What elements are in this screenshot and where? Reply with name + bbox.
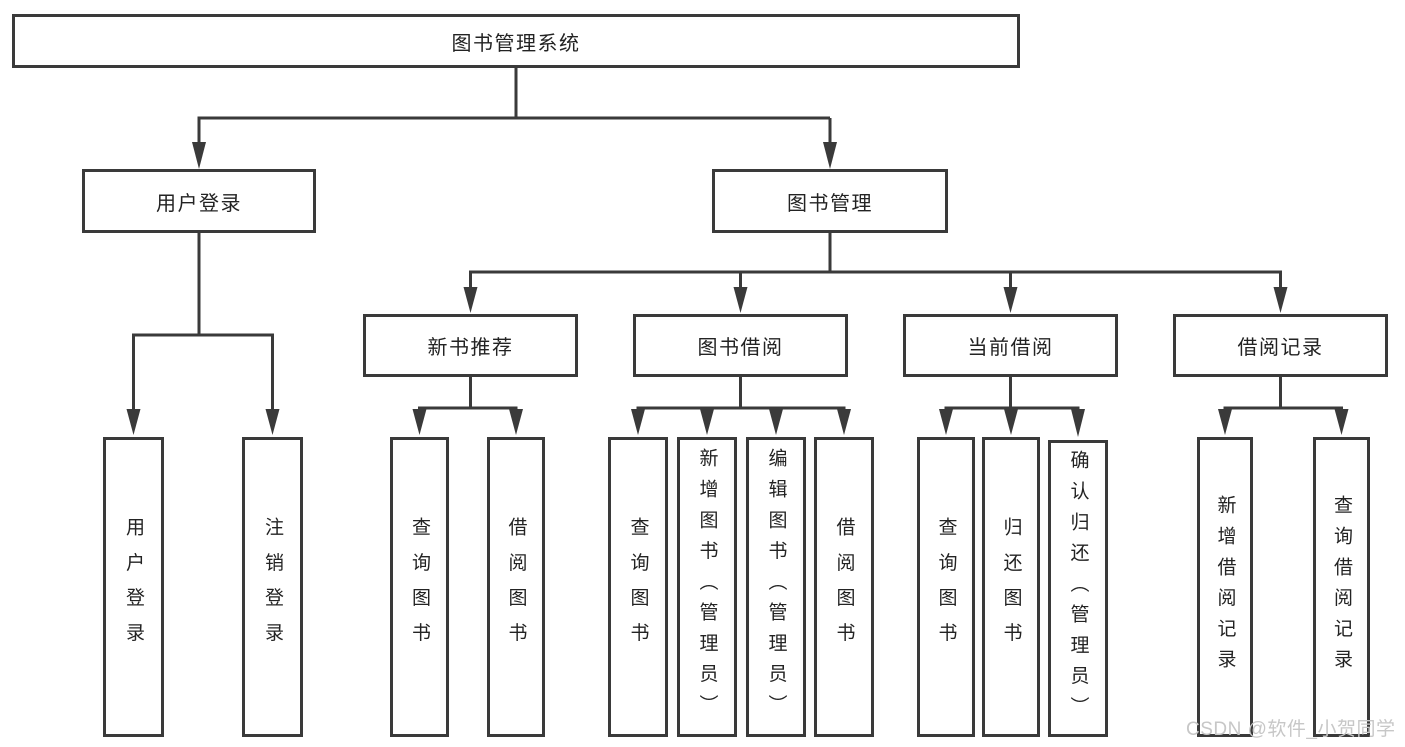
leaf-add-borrow-record-label: 新增借阅记录 [1214, 494, 1236, 680]
leaf-query-books-recommend-label: 查询图书 [409, 516, 430, 658]
node-library-management-system-label: 图书管理系统 [451, 32, 581, 55]
leaf-add-borrow-record: 新增借阅记录 [1197, 437, 1253, 737]
leaf-add-book-admin: 新增图书（管理员） [677, 437, 737, 737]
leaf-edit-book-admin: 编辑图书（管理员） [746, 437, 806, 737]
leaf-edit-book-admin-label: 编辑图书（管理员） [765, 448, 787, 726]
node-current-borrowing: 当前借阅 [903, 314, 1118, 377]
node-user-login: 用户登录 [82, 169, 316, 233]
leaf-logout-label: 注销登录 [262, 516, 283, 658]
leaf-return-books-label: 归还图书 [1000, 516, 1022, 658]
node-borrowing-records: 借阅记录 [1173, 314, 1388, 377]
node-new-book-recommendation-label: 新书推荐 [427, 337, 514, 359]
leaf-borrow-books-recommend-label: 借阅图书 [505, 516, 527, 658]
leaf-return-books: 归还图书 [982, 437, 1040, 737]
node-new-book-recommendation: 新书推荐 [363, 314, 578, 377]
leaf-query-books-recommend: 查询图书 [390, 437, 449, 737]
leaf-query-books-borrow: 查询图书 [608, 437, 668, 737]
node-user-login-label: 用户登录 [156, 192, 242, 215]
leaf-confirm-return-admin: 确认归还（管理员） [1048, 440, 1108, 737]
leaf-user-login: 用户登录 [103, 437, 164, 737]
leaf-query-books-borrow-label: 查询图书 [627, 516, 649, 658]
leaf-query-borrow-record-label: 查询借阅记录 [1331, 494, 1352, 680]
csdn-watermark: CSDN @软件_小贺同学 [1186, 719, 1396, 740]
connector-bookmgmt-to-level3 [469, 233, 1282, 290]
node-borrowing-records-label: 借阅记录 [1237, 337, 1324, 359]
connector-records-to-leaves [1223, 377, 1343, 414]
leaf-confirm-return-admin-label: 确认归还（管理员） [1067, 449, 1089, 728]
node-book-management-label: 图书管理 [787, 192, 873, 215]
leaf-user-login-label: 用户登录 [123, 516, 144, 658]
leaf-logout: 注销登录 [242, 437, 303, 737]
leaf-borrow-books-recommend: 借阅图书 [487, 437, 545, 737]
node-book-management: 图书管理 [712, 169, 948, 233]
connector-userlogin-to-leaves [132, 233, 274, 414]
connector-current-to-leaves [944, 377, 1080, 414]
leaf-query-books-current-label: 查询图书 [935, 516, 957, 658]
node-library-management-system: 图书管理系统 [12, 14, 1020, 68]
arrowheads [126, 142, 1349, 437]
leaf-add-book-admin-label: 新增图书（管理员） [696, 448, 718, 726]
node-book-borrowing: 图书借阅 [633, 314, 848, 377]
node-current-borrowing-label: 当前借阅 [967, 337, 1054, 359]
connector-newbook-to-leaves [418, 377, 518, 414]
leaf-borrow-books: 借阅图书 [814, 437, 874, 737]
connector-borrowsec-to-leaves [636, 377, 846, 414]
leaf-query-borrow-record: 查询借阅记录 [1313, 437, 1370, 737]
leaf-query-books-current: 查询图书 [917, 437, 975, 737]
leaf-borrow-books-label: 借阅图书 [833, 516, 855, 658]
connector-root-to-level2 [197, 68, 832, 146]
node-book-borrowing-label: 图书借阅 [697, 337, 784, 359]
